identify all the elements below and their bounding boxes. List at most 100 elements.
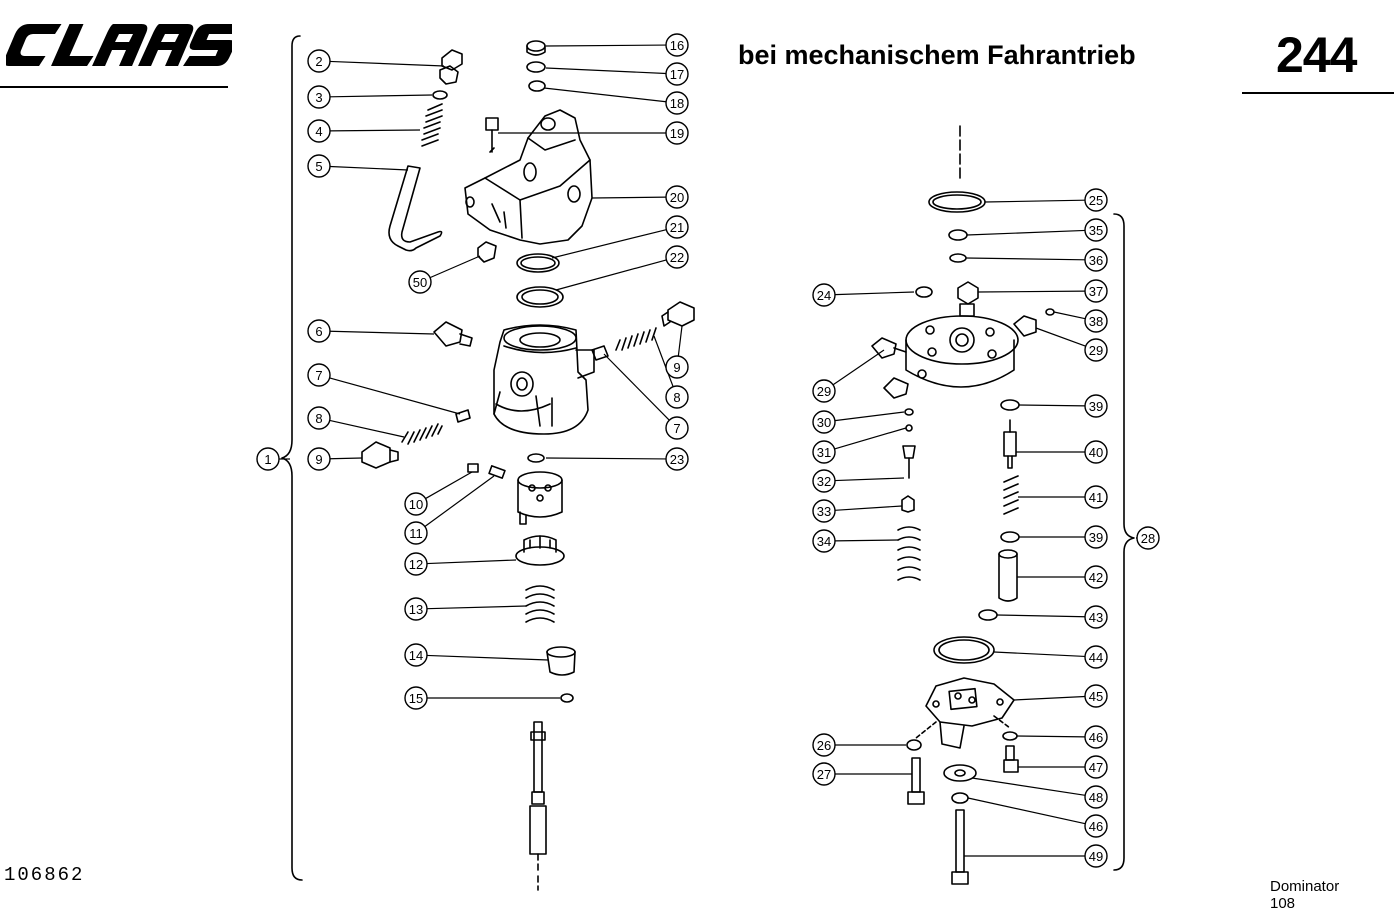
- hex-screw-part: [1003, 745, 1019, 773]
- callout-number: 38: [1089, 314, 1103, 329]
- callout-leader-44: [993, 651, 1086, 658]
- callout-circle: [665, 185, 689, 209]
- callout-number: 37: [1089, 284, 1103, 299]
- callout-leader-21: [551, 229, 667, 259]
- callout-34: 34: [812, 529, 836, 553]
- fitting-part: [957, 281, 979, 317]
- callout-circle: [307, 119, 331, 143]
- callout-leader-2: [329, 60, 445, 67]
- callout-circle: [1084, 605, 1108, 629]
- callout-number: 5: [315, 159, 322, 174]
- pressure-spring-part: [401, 423, 443, 445]
- callout-number: 27: [817, 767, 831, 782]
- o-ring-large-part: [933, 636, 995, 664]
- washer-part: [1002, 731, 1018, 741]
- callout-circle: [665, 447, 689, 471]
- callout-number: 40: [1089, 445, 1103, 460]
- callout-circle: [307, 49, 331, 73]
- callout-circle: [307, 406, 331, 430]
- callout-circle: [404, 597, 428, 621]
- callout-number: 44: [1089, 650, 1103, 665]
- seal-part: [949, 253, 967, 263]
- guide-pin-part: [591, 345, 609, 361]
- callout-leader-8: [329, 419, 405, 438]
- callout-25: 25: [1084, 188, 1108, 212]
- callout-leader-7: [603, 353, 670, 421]
- callout-number: 16: [670, 38, 684, 53]
- callout-circle: [1084, 684, 1108, 708]
- callout-number: 17: [670, 67, 684, 82]
- callout-circle: [1084, 485, 1108, 509]
- cap-screw-part: [485, 117, 499, 153]
- valve-pin-part: [902, 445, 916, 479]
- callout-number: 3: [315, 90, 322, 105]
- callout-circle: [1084, 188, 1108, 212]
- long-bolt-part: [951, 809, 969, 885]
- callout-number: 30: [817, 415, 831, 430]
- callout-circle: [1084, 814, 1108, 838]
- callout-13: 13: [404, 597, 428, 621]
- callout-6: 6: [307, 319, 331, 343]
- callout-44: 44: [1084, 645, 1108, 669]
- callout-46: 46: [1084, 725, 1108, 749]
- callout-circle: [665, 215, 689, 239]
- callout-47: 47: [1084, 755, 1108, 779]
- callout-number: 39: [1089, 530, 1103, 545]
- callout-42: 42: [1084, 565, 1108, 589]
- callout-number: 47: [1089, 760, 1103, 775]
- callout-leader-29: [1035, 327, 1086, 347]
- ball-part: [467, 463, 479, 473]
- callout-leader-39: [1018, 404, 1086, 407]
- piston-rod-part: [529, 721, 547, 891]
- callout-number: 29: [1089, 343, 1103, 358]
- callout-22: 22: [665, 245, 689, 269]
- callout-21: 21: [665, 215, 689, 239]
- callout-leader-23: [545, 457, 667, 460]
- guide-pin-part: [455, 409, 471, 423]
- callout-leader-20: [591, 196, 667, 199]
- callout-33: 33: [812, 499, 836, 523]
- spring-cup-part: [546, 646, 576, 676]
- callout-circle: [408, 270, 432, 294]
- callout-circle: [812, 379, 836, 403]
- pump-cover-part: [925, 677, 1015, 749]
- o-ring-large-part: [516, 286, 564, 308]
- callout-leader-36: [965, 257, 1086, 261]
- plug-part: [477, 241, 497, 263]
- callout-45: 45: [1084, 684, 1108, 708]
- callout-40: 40: [1084, 440, 1108, 464]
- callout-circle: [1136, 526, 1160, 550]
- page-number: 244: [1276, 27, 1357, 83]
- seal-ring-part: [528, 80, 546, 92]
- screw-plug-part: [361, 441, 399, 469]
- callout-number: 12: [409, 557, 423, 572]
- callout-leader-12: [426, 559, 517, 565]
- callout-circle: [1084, 525, 1108, 549]
- assembly-brace-right: [1113, 213, 1135, 871]
- callout-number: 20: [670, 190, 684, 205]
- callout-number: 50: [413, 275, 427, 290]
- washer-part: [906, 739, 922, 751]
- callout-number: 6: [315, 324, 322, 339]
- callout-circle: [1084, 785, 1108, 809]
- callout-leader-29: [832, 349, 885, 386]
- callout-48: 48: [1084, 785, 1108, 809]
- callout-4: 4: [307, 119, 331, 143]
- washer-part: [915, 286, 933, 298]
- callout-11: 11: [404, 521, 428, 545]
- washer-part: [432, 90, 448, 100]
- callout-circle: [307, 154, 331, 178]
- callout-leader-33: [834, 505, 903, 511]
- spring-part: [421, 103, 443, 147]
- callout-number: 2: [315, 54, 322, 69]
- callout-number: 26: [817, 738, 831, 753]
- union-fitting-part: [883, 377, 909, 399]
- callout-leader-25: [984, 199, 1086, 203]
- callout-number: 48: [1089, 790, 1103, 805]
- callout-number: 45: [1089, 689, 1103, 704]
- callout-leader-8: [653, 335, 674, 387]
- callout-leader-46: [1016, 735, 1086, 738]
- o-ring-part: [978, 609, 998, 621]
- seal-part: [948, 229, 968, 241]
- callout-circle: [1084, 394, 1108, 418]
